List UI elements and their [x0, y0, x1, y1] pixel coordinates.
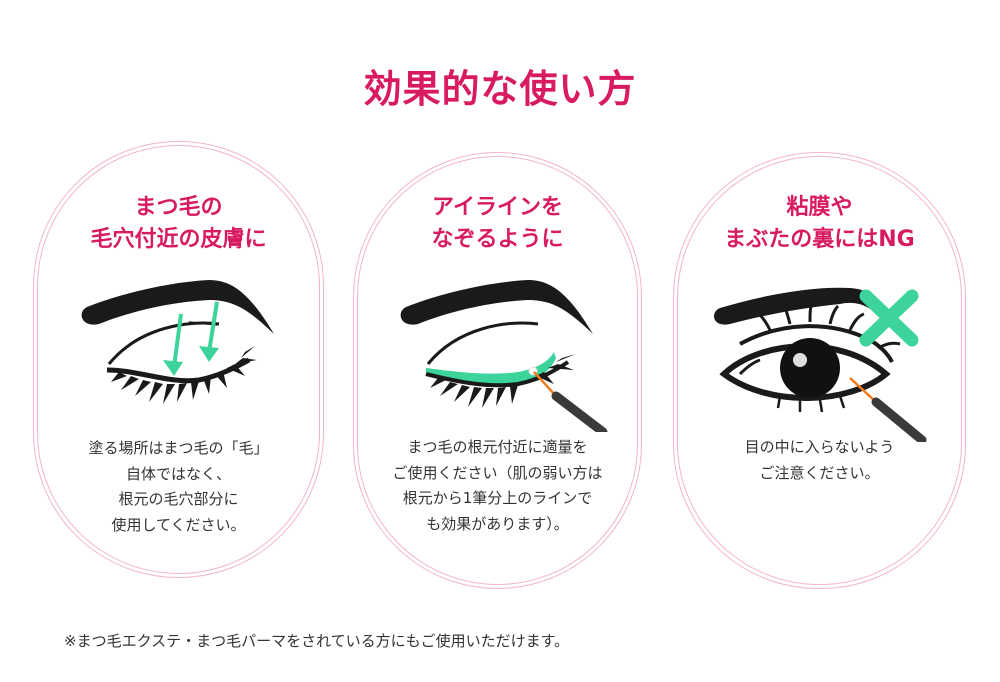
- page-title: 効果的な使い方: [363, 67, 637, 111]
- card-heading: 粘膜や まぶたの裏にはNG: [724, 195, 915, 252]
- eyeliner-application-icon: [400, 280, 607, 432]
- footnote: ※まつ毛エクステ・まつ毛パーマをされている方にもご使用いただけます。: [64, 632, 570, 650]
- usage-card-eyeliner: アイラインを なぞるように: [353, 152, 642, 589]
- usage-card-lash-roots: まつ毛の 毛穴付近の皮膚に: [33, 141, 324, 578]
- card-description: まつ毛の根元付近に適量を ご使用ください（肌の弱い方は 根元から1筆分上のライン…: [392, 438, 603, 533]
- card-heading: アイラインを なぞるように: [431, 195, 564, 252]
- open-eye-ng-icon: [713, 287, 926, 442]
- card-description: 塗る場所はまつ毛の「毛」 自体ではなく、 根元の毛穴部分に 使用してください。: [88, 439, 269, 534]
- usage-card-ng: 粘膜や まぶたの裏にはNG: [673, 152, 966, 589]
- closed-eye-with-arrows-icon: [81, 280, 274, 404]
- card-description: 目の中に入らないよう ご注意ください。: [744, 438, 895, 482]
- card-heading: まつ毛の 毛穴付近の皮膚に: [90, 195, 267, 252]
